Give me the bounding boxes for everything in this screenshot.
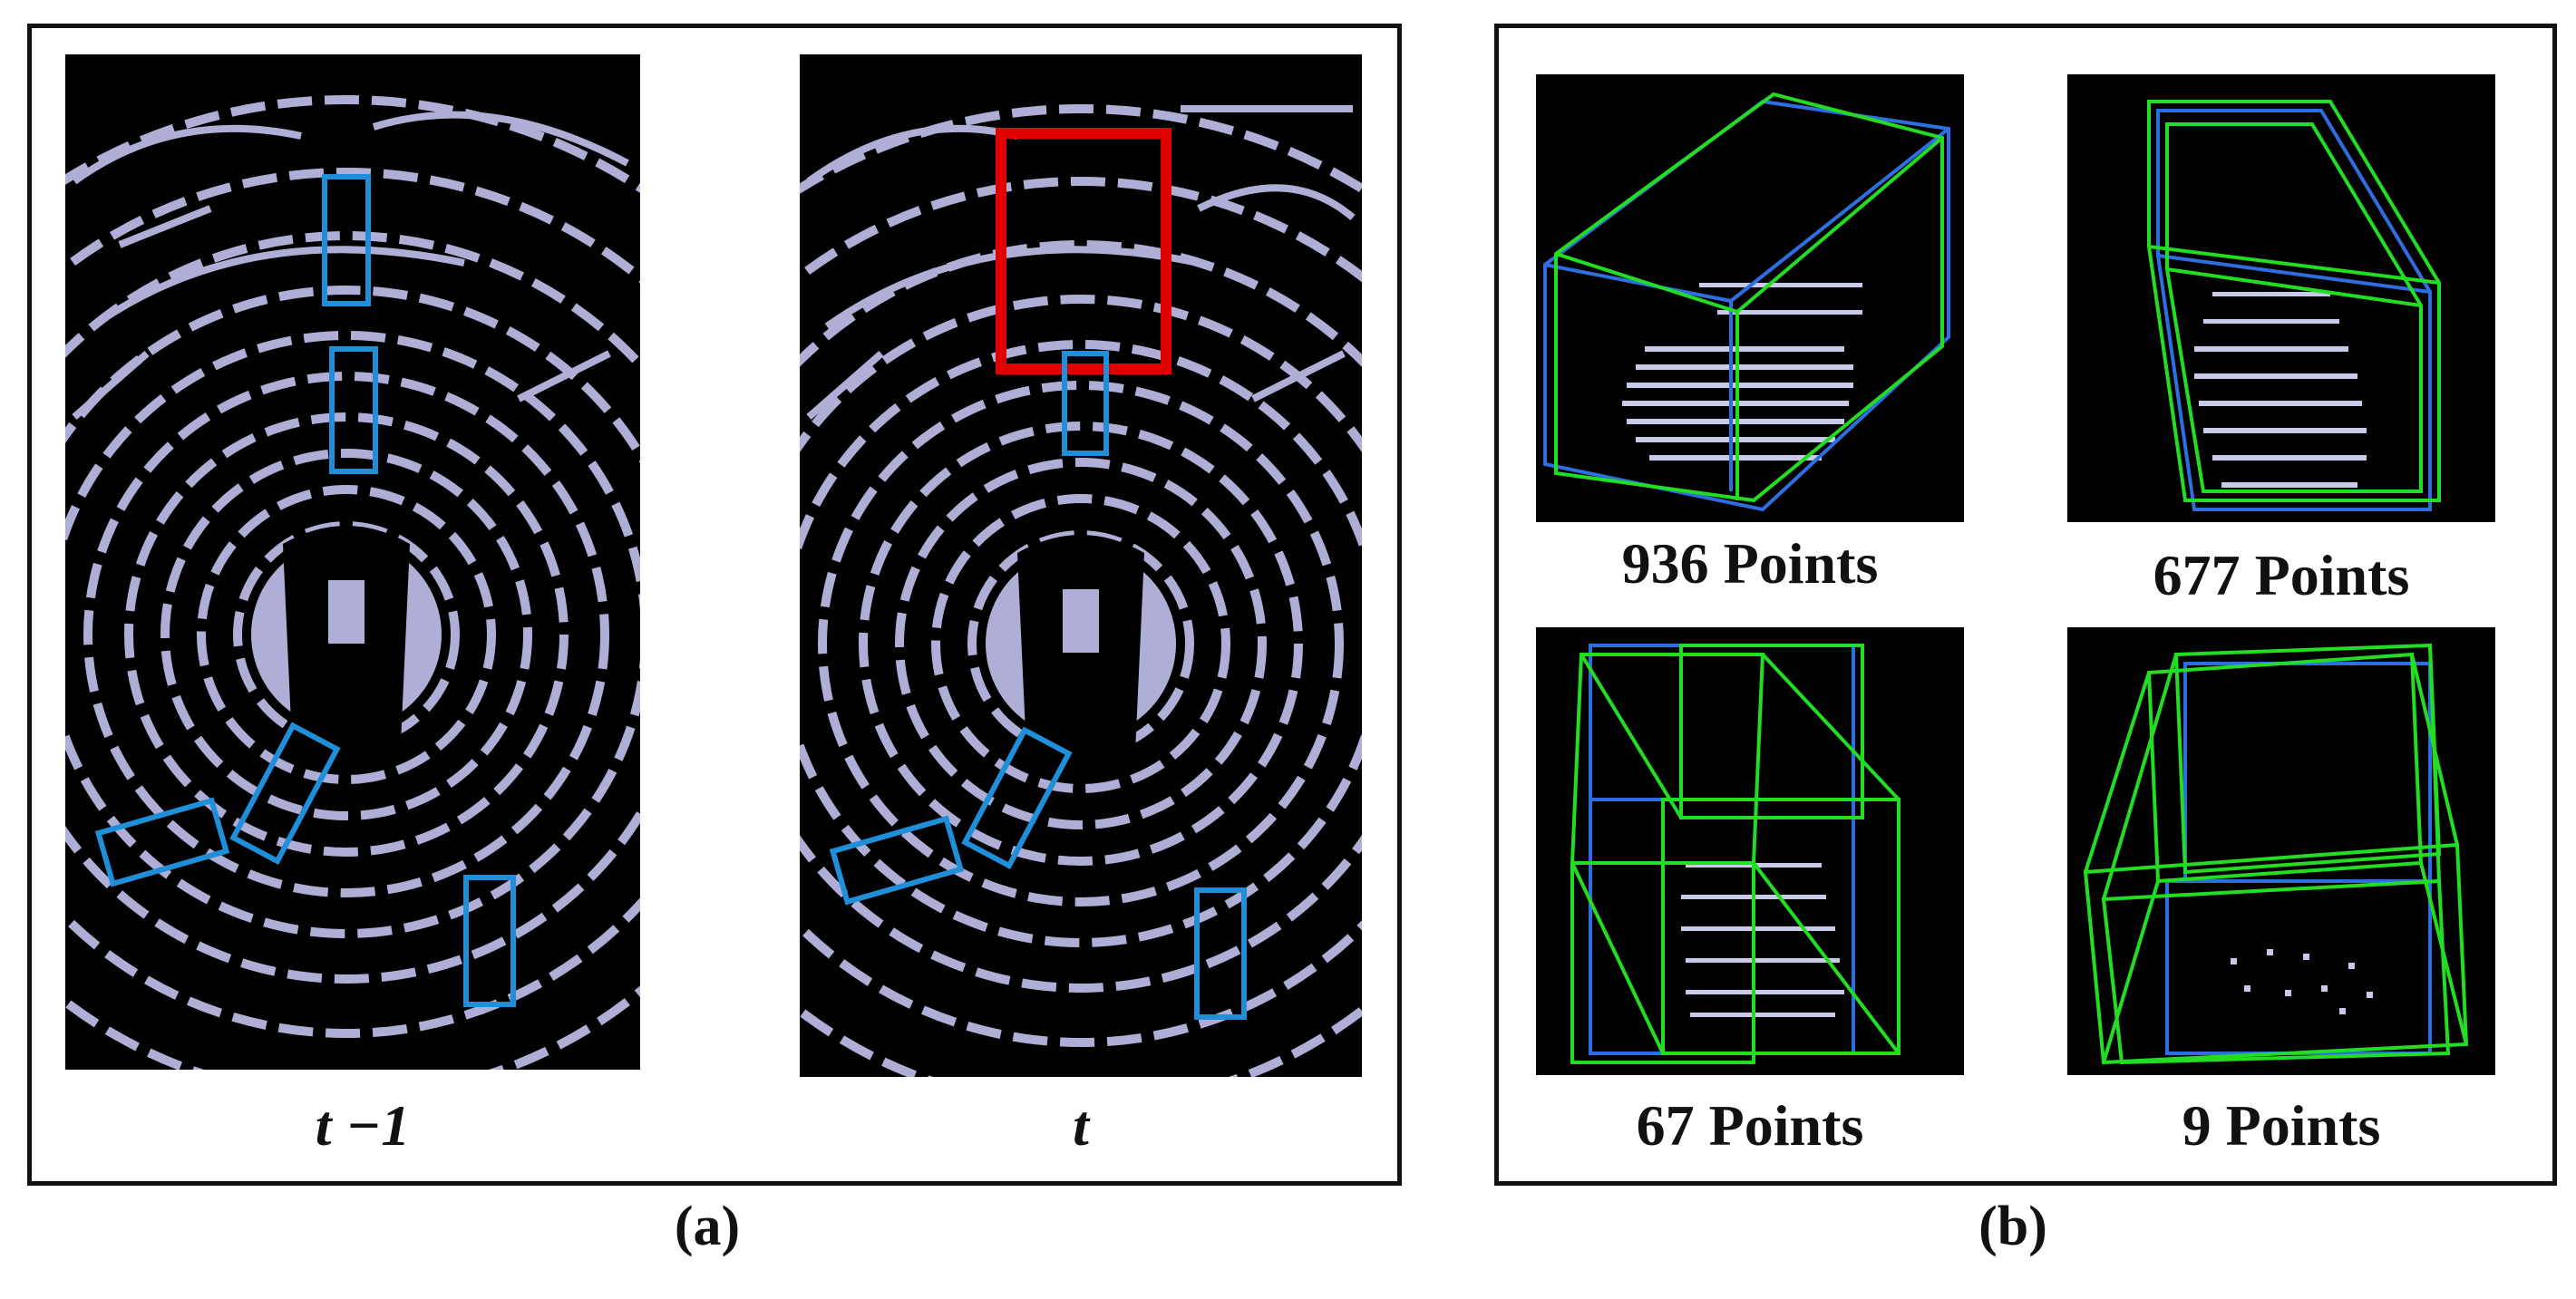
tile-677-points <box>2067 74 2495 522</box>
tile-677-points-caption: 677 Points <box>2153 543 2410 607</box>
missed-detection-highlight <box>996 128 1171 374</box>
tile-936-points <box>1536 74 1964 522</box>
lidar-frame-t-minus-1 <box>65 54 640 1070</box>
panel-a-label: (a) <box>674 1196 741 1257</box>
lidar-frame-t <box>800 54 1362 1077</box>
caption-frame-t: t <box>1073 1093 1089 1158</box>
tile-9-points <box>2067 627 2495 1075</box>
tile-9-points-caption: 9 Points <box>2182 1093 2381 1158</box>
panel-b-label: (b) <box>1978 1196 2047 1257</box>
lidar-scan-t-minus-1 <box>65 95 640 1070</box>
caption-frame-t-minus-1: t −1 <box>315 1093 411 1158</box>
tile-936-points-caption: 936 Points <box>1621 531 1879 596</box>
lidar-scan-t <box>800 104 1362 1077</box>
tile-67-points-caption: 67 Points <box>1636 1093 1864 1158</box>
tile-67-points <box>1536 627 1964 1075</box>
